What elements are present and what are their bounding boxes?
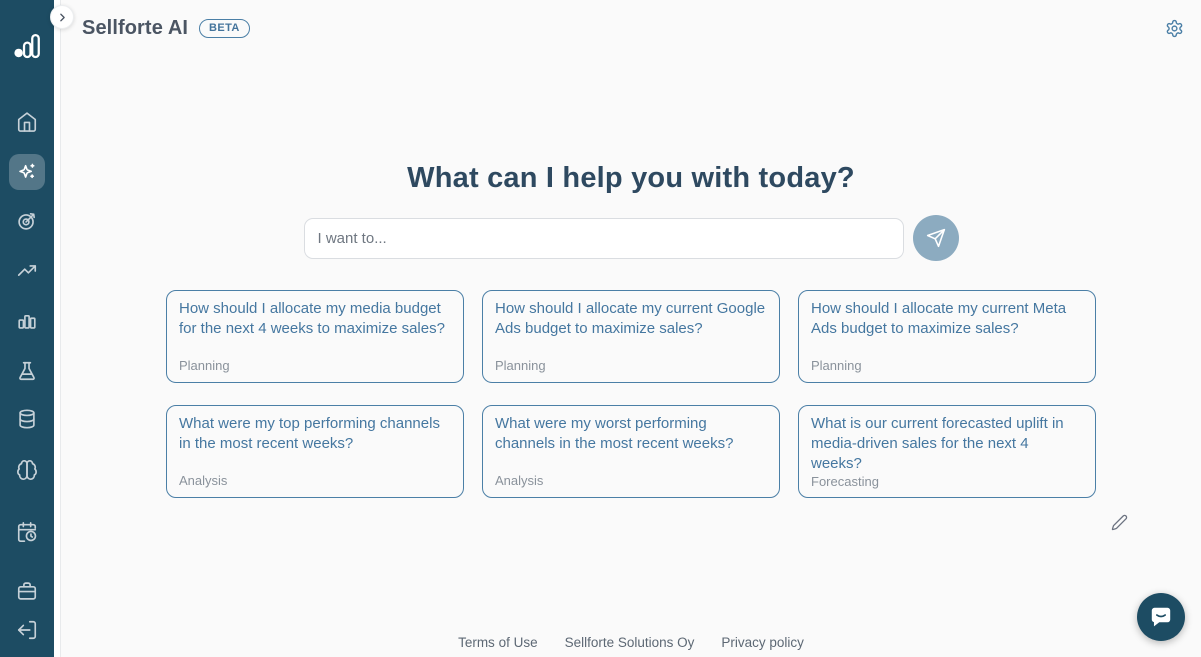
sidebar-item-scheduling[interactable] bbox=[9, 514, 45, 550]
header: Sellforte AI BETA bbox=[61, 0, 1201, 43]
gear-icon bbox=[1166, 19, 1183, 37]
sidebar-item-logout[interactable] bbox=[9, 612, 45, 648]
send-icon bbox=[926, 228, 945, 248]
sidebar-item-ai-assistant[interactable] bbox=[9, 154, 45, 190]
suggestion-card[interactable]: How should I allocate my current Google … bbox=[482, 290, 780, 383]
sidebar-item-targets[interactable] bbox=[9, 203, 45, 239]
sidebar-item-data[interactable] bbox=[9, 401, 45, 437]
suggestion-category: Forecasting bbox=[811, 474, 879, 489]
sidebar-item-models[interactable] bbox=[9, 452, 45, 488]
edit-suggestions-button[interactable] bbox=[1111, 514, 1128, 531]
suggestion-category: Analysis bbox=[495, 473, 544, 488]
sellforte-logo-icon bbox=[9, 28, 45, 64]
settings-button[interactable] bbox=[1163, 17, 1186, 40]
footer-link-privacy[interactable]: Privacy policy bbox=[721, 635, 804, 650]
sidebar-expand-button[interactable] bbox=[50, 5, 74, 29]
send-button[interactable] bbox=[912, 215, 959, 261]
sidebar-item-home[interactable] bbox=[9, 104, 45, 140]
flask-icon bbox=[19, 361, 35, 381]
sidebar-item-experiments[interactable] bbox=[9, 353, 45, 389]
suggestion-question: What is our current forecasted uplift in… bbox=[811, 415, 1064, 472]
suggestion-question: How should I allocate my current Meta Ad… bbox=[811, 300, 1067, 337]
home-icon bbox=[17, 112, 37, 132]
suggestion-question: What were my top performing channels in … bbox=[179, 415, 440, 452]
database-icon bbox=[19, 409, 35, 429]
prompt-row bbox=[61, 215, 1201, 261]
chevron-right-icon bbox=[59, 13, 65, 21]
chat-widget-button[interactable] bbox=[1137, 593, 1185, 641]
brain-icon bbox=[17, 460, 37, 480]
trending-up-icon bbox=[17, 265, 37, 276]
prompt-input[interactable] bbox=[303, 217, 904, 259]
suggestion-card[interactable]: What is our current forecasted uplift in… bbox=[798, 405, 1096, 498]
sidebar-item-performance[interactable] bbox=[9, 253, 45, 289]
suggestion-card[interactable]: What were my worst performing channels i… bbox=[482, 405, 780, 498]
footer-link-company[interactable]: Sellforte Solutions Oy bbox=[564, 635, 695, 650]
chat-bubble-icon bbox=[1151, 607, 1171, 627]
suggestion-category: Analysis bbox=[179, 473, 228, 488]
suggestion-card[interactable]: What were my top performing channels in … bbox=[166, 405, 464, 498]
app-title: Sellforte AI bbox=[82, 16, 189, 39]
edit-row bbox=[134, 514, 1128, 531]
target-icon bbox=[18, 213, 35, 230]
sidebar bbox=[0, 0, 54, 657]
suggestion-category: Planning bbox=[179, 358, 230, 373]
page-title: What can I help you with today? bbox=[407, 162, 855, 194]
ai-sparkles-icon bbox=[19, 163, 35, 179]
suggestion-question: What were my worst performing channels i… bbox=[495, 415, 734, 452]
footer-link-terms[interactable]: Terms of Use bbox=[458, 635, 538, 650]
suggestion-card[interactable]: How should I allocate my current Meta Ad… bbox=[798, 290, 1096, 383]
sidebar-item-business[interactable] bbox=[9, 573, 45, 609]
briefcase-icon bbox=[17, 582, 37, 600]
bar-chart-icon bbox=[18, 314, 36, 329]
suggestion-question: How should I allocate my media budget fo… bbox=[179, 300, 445, 337]
suggestion-grid: How should I allocate my media budget fo… bbox=[166, 290, 1096, 498]
suggestion-category: Planning bbox=[811, 358, 862, 373]
sidebar-item-reports[interactable] bbox=[9, 303, 45, 339]
suggestion-question: How should I allocate my current Google … bbox=[495, 300, 766, 337]
logout-icon bbox=[17, 620, 37, 640]
suggestion-category: Planning bbox=[495, 358, 546, 373]
suggestion-card[interactable]: How should I allocate my media budget fo… bbox=[166, 290, 464, 383]
main-panel: Sellforte AI BETA What can I help you wi… bbox=[60, 0, 1201, 657]
footer: Terms of Use Sellforte Solutions Oy Priv… bbox=[61, 635, 1201, 650]
pencil-icon bbox=[1111, 514, 1128, 531]
beta-badge: BETA bbox=[199, 18, 250, 38]
calendar-clock-icon bbox=[17, 522, 37, 542]
